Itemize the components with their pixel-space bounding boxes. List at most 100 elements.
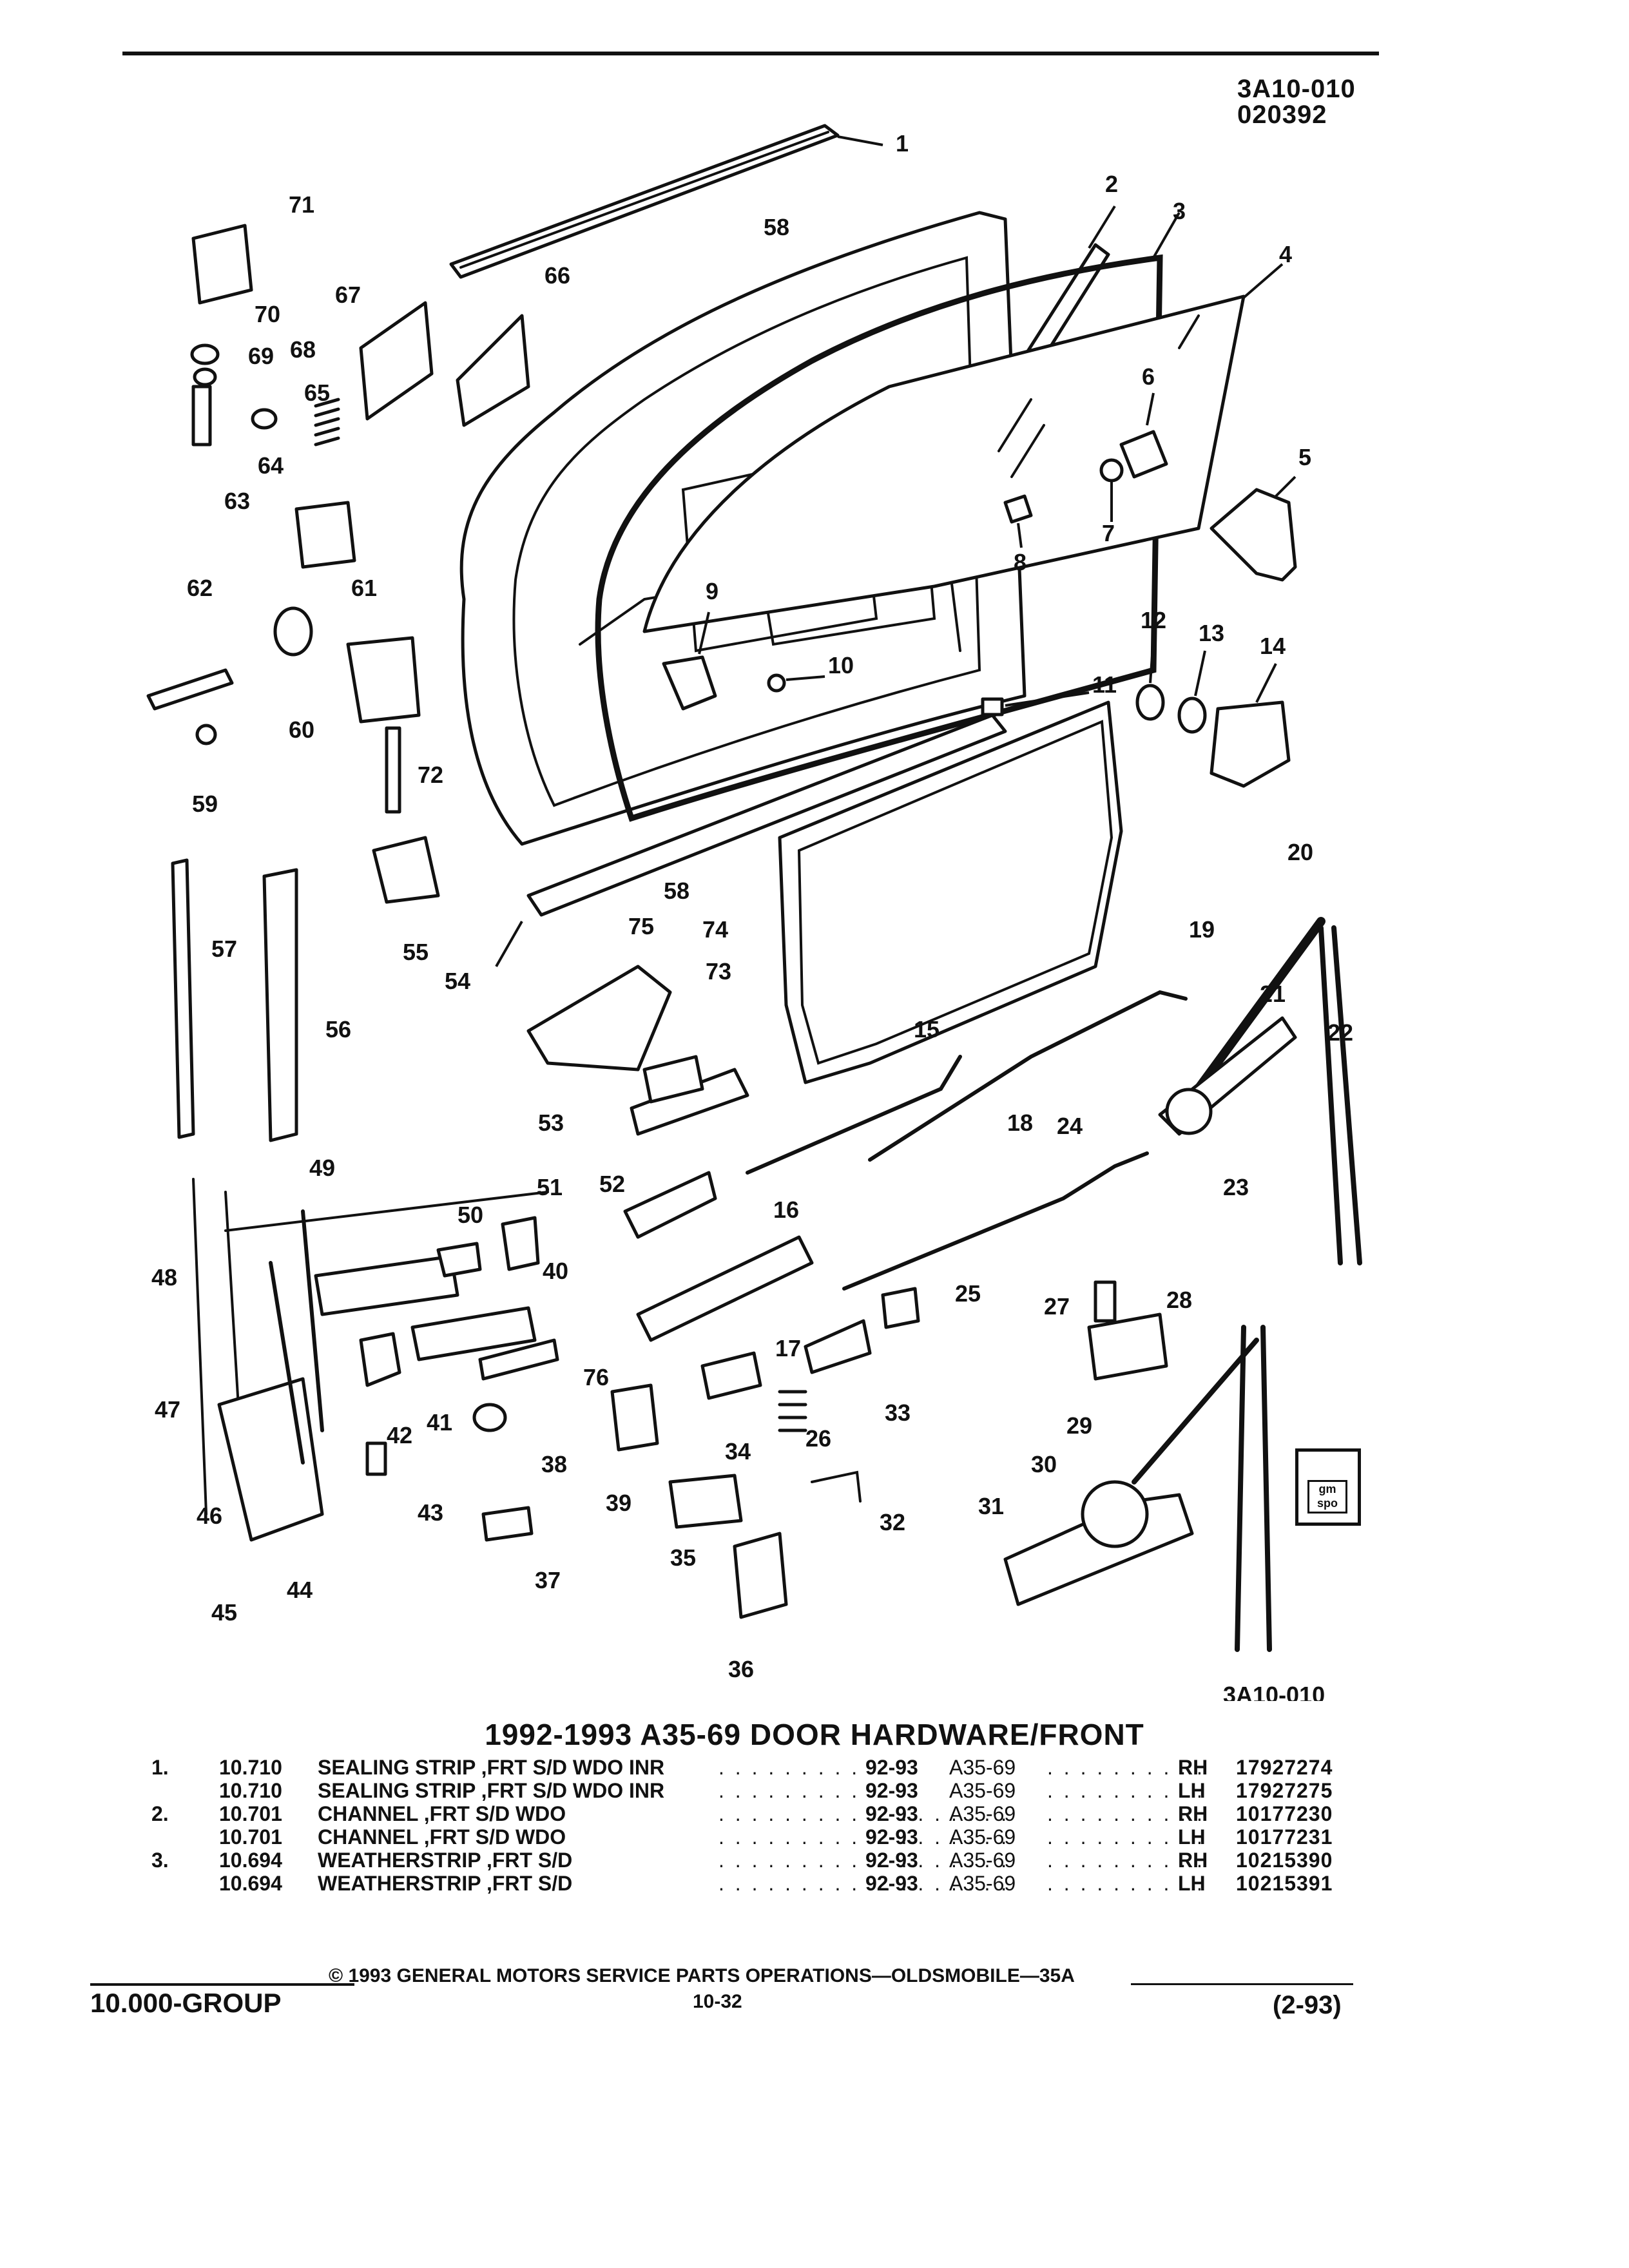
callout-18: 18 bbox=[1007, 1110, 1033, 1136]
callout-46: 46 bbox=[197, 1503, 222, 1529]
callout-64: 64 bbox=[258, 452, 284, 479]
callout-21: 21 bbox=[1260, 981, 1286, 1007]
footer-page-number: 10-32 bbox=[693, 1991, 742, 2012]
callout-37: 37 bbox=[535, 1567, 561, 1593]
callout-3: 3 bbox=[1173, 198, 1186, 224]
part-small-6-7-8 bbox=[1003, 392, 1168, 548]
callout-2: 2 bbox=[1105, 171, 1118, 197]
part-outside-handle bbox=[314, 1254, 559, 1476]
top-rule bbox=[122, 52, 1379, 55]
callout-15: 15 bbox=[914, 1016, 940, 1043]
callout-62: 62 bbox=[187, 575, 213, 601]
part-plate-73 bbox=[526, 965, 672, 1072]
callout-68: 68 bbox=[290, 336, 316, 363]
callout-20: 20 bbox=[1287, 839, 1313, 865]
part-rods bbox=[746, 990, 1188, 1291]
callout-69: 69 bbox=[248, 343, 274, 369]
callout-22: 22 bbox=[1327, 1019, 1353, 1046]
callout-58-lower: 58 bbox=[664, 878, 689, 904]
callout-40: 40 bbox=[543, 1258, 568, 1284]
part-hinges bbox=[146, 224, 530, 814]
callout-13: 13 bbox=[1199, 620, 1224, 646]
page-title: 1992-1993 A35-69 DOOR HARDWARE/FRONT bbox=[485, 1718, 1144, 1751]
part-regulator-upper bbox=[1158, 917, 1362, 1265]
callout-17: 17 bbox=[775, 1335, 801, 1361]
callout-32: 32 bbox=[880, 1509, 905, 1535]
part-run-channels bbox=[171, 836, 440, 1142]
callout-23: 23 bbox=[1223, 1174, 1249, 1200]
ref-date: 020392 bbox=[1237, 101, 1327, 129]
callout-8: 8 bbox=[1014, 549, 1027, 575]
part-lower-door bbox=[192, 1178, 549, 1542]
callout-70: 70 bbox=[255, 301, 280, 327]
callout-57: 57 bbox=[211, 936, 237, 962]
part-glass bbox=[642, 263, 1284, 633]
callout-65: 65 bbox=[304, 380, 330, 406]
callout-75: 75 bbox=[628, 913, 654, 939]
callout-44: 44 bbox=[287, 1577, 313, 1603]
part-weatherstrip bbox=[595, 212, 1181, 822]
callout-66: 66 bbox=[545, 262, 570, 289]
footer-rule-left bbox=[90, 1983, 354, 1986]
svg-text:3A10-010: 3A10-010 bbox=[1223, 1682, 1325, 1701]
part-regulator-lower bbox=[1003, 1280, 1272, 1652]
part-sealing-strip bbox=[449, 124, 883, 279]
callout-27: 27 bbox=[1044, 1293, 1070, 1320]
callout-34: 34 bbox=[725, 1438, 751, 1465]
ref-code: 3A10-010 bbox=[1237, 75, 1356, 103]
callout-39: 39 bbox=[606, 1490, 631, 1516]
callout-50: 50 bbox=[458, 1202, 483, 1228]
callout-73: 73 bbox=[706, 958, 731, 985]
callout-43: 43 bbox=[418, 1499, 443, 1526]
callout-71: 71 bbox=[289, 191, 314, 218]
callout-9: 9 bbox=[706, 578, 718, 604]
callout-7: 7 bbox=[1102, 520, 1115, 546]
callout-29: 29 bbox=[1066, 1412, 1092, 1439]
callout-42: 42 bbox=[387, 1422, 412, 1448]
callout-67: 67 bbox=[335, 282, 361, 308]
callout-41: 41 bbox=[427, 1409, 452, 1436]
part-belt-strip bbox=[495, 713, 1007, 967]
callout-49: 49 bbox=[309, 1155, 335, 1181]
callout-33: 33 bbox=[885, 1399, 911, 1426]
callout-1: 1 bbox=[896, 130, 909, 157]
footer-group: 10.000-GROUP bbox=[90, 1988, 282, 2018]
reference-block: 3A10-010 020392 bbox=[1237, 76, 1356, 128]
callout-59: 59 bbox=[192, 791, 218, 817]
callout-47: 47 bbox=[155, 1396, 180, 1423]
callout-12: 12 bbox=[1141, 607, 1166, 633]
callout-55: 55 bbox=[403, 939, 429, 965]
callout-26: 26 bbox=[805, 1425, 831, 1452]
callout-54: 54 bbox=[445, 968, 470, 994]
callout-45: 45 bbox=[211, 1599, 237, 1626]
callout-10: 10 bbox=[828, 652, 854, 678]
part-bracket-5 bbox=[1210, 476, 1297, 582]
callout-6: 6 bbox=[1142, 363, 1155, 390]
callout-72: 72 bbox=[418, 762, 443, 788]
door-hardware-diagram: 3A10-010 1 2 3 4 5 6 7 8 9 10 11 12 13 1… bbox=[146, 124, 1362, 1701]
callout-61: 61 bbox=[351, 575, 377, 601]
callout-24: 24 bbox=[1057, 1113, 1083, 1139]
callout-19: 19 bbox=[1189, 916, 1215, 943]
callout-28: 28 bbox=[1166, 1287, 1192, 1313]
callout-60: 60 bbox=[289, 716, 314, 743]
callout-58-top: 58 bbox=[764, 214, 789, 240]
callout-48: 48 bbox=[151, 1264, 177, 1291]
callout-4: 4 bbox=[1279, 241, 1292, 267]
callout-14: 14 bbox=[1260, 633, 1286, 659]
callout-56: 56 bbox=[325, 1016, 351, 1043]
gm-spo-stamp: gm spo bbox=[1295, 1448, 1361, 1526]
part-small-12-13-14 bbox=[1135, 637, 1291, 788]
callout-74: 74 bbox=[702, 916, 728, 943]
callout-31: 31 bbox=[978, 1493, 1004, 1519]
illustration-ref-label: 3A10-010 bbox=[1223, 1682, 1325, 1701]
callout-25: 25 bbox=[955, 1280, 981, 1307]
callout-16: 16 bbox=[773, 1196, 799, 1223]
callout-35: 35 bbox=[670, 1544, 696, 1571]
callout-11: 11 bbox=[1092, 671, 1117, 698]
callout-52: 52 bbox=[599, 1171, 625, 1197]
callout-5: 5 bbox=[1298, 444, 1311, 470]
callout-36: 36 bbox=[728, 1656, 754, 1682]
part-inside-handle bbox=[630, 1055, 749, 1136]
